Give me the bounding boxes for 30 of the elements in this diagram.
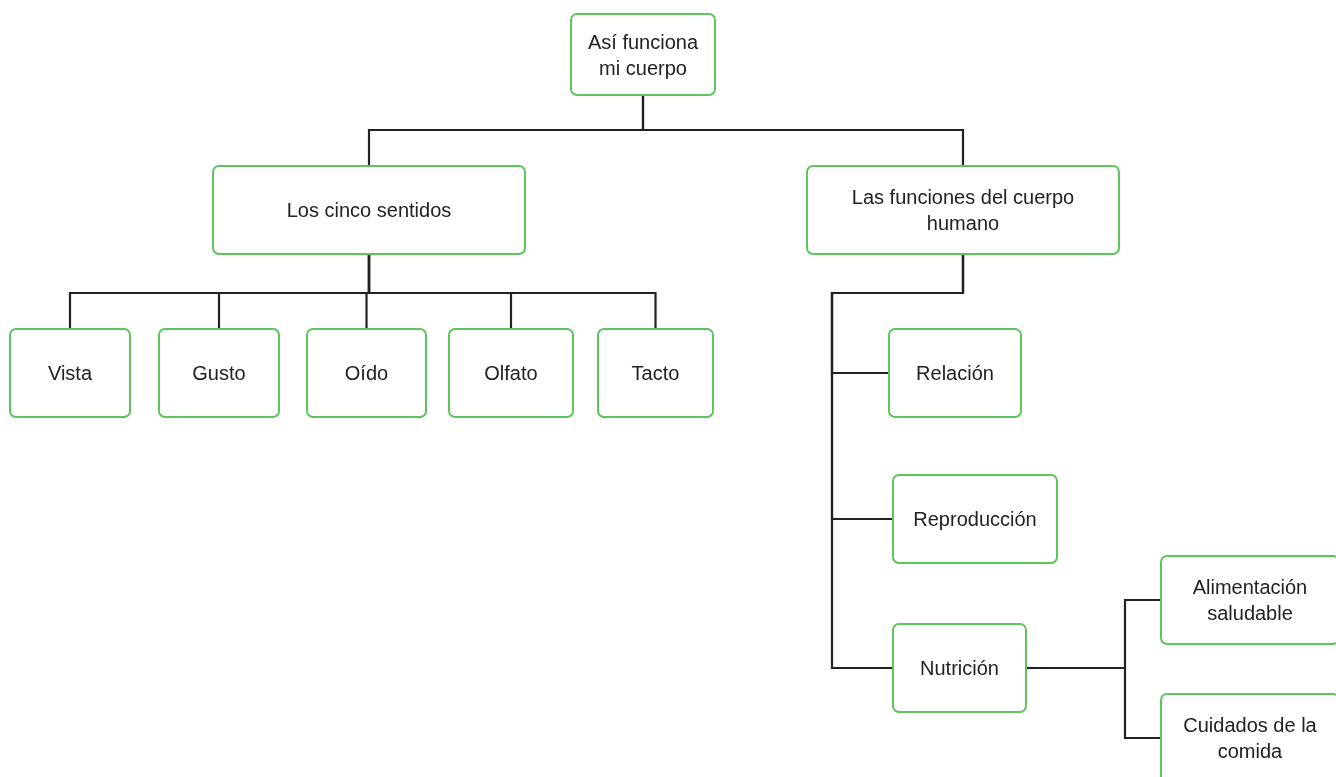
- concept-box: [158, 328, 280, 418]
- concept-box: [9, 328, 131, 418]
- concept-box: [1160, 555, 1336, 645]
- concept-box: [1160, 693, 1336, 777]
- concept-label: Así funciona mi cuerpo: [586, 29, 700, 81]
- concept-box: [892, 474, 1058, 564]
- concept-box: [570, 13, 716, 96]
- concept-label: Vista: [47, 361, 93, 386]
- concept-label: Tacto: [631, 361, 680, 386]
- concept-label: Los cinco sentidos: [286, 198, 452, 223]
- concept-label: Gusto: [192, 361, 246, 386]
- concept-box: [892, 623, 1027, 713]
- concept-label: Relación: [916, 361, 994, 386]
- connector-line: [1027, 666, 1160, 740]
- concept-box: [448, 328, 574, 418]
- concept-label: Alimentación saludable: [1191, 575, 1309, 626]
- connector-line: [830, 255, 965, 670]
- concept-box: [212, 165, 526, 255]
- concept-label: Oído: [344, 361, 389, 386]
- concept-label: Reproducción: [913, 507, 1037, 532]
- concept-label: Las funciones del cuerpo humano: [850, 185, 1076, 236]
- concept-label: Nutrición: [920, 656, 999, 681]
- concept-label: Cuidados de la comida: [1182, 713, 1318, 764]
- concept-label: Olfato: [484, 361, 538, 386]
- connector-line: [367, 255, 657, 328]
- concept-box: [306, 328, 427, 418]
- concept-box: [806, 165, 1120, 255]
- connector-line: [641, 96, 965, 165]
- concept-box: [597, 328, 714, 418]
- concept-box: [888, 328, 1022, 418]
